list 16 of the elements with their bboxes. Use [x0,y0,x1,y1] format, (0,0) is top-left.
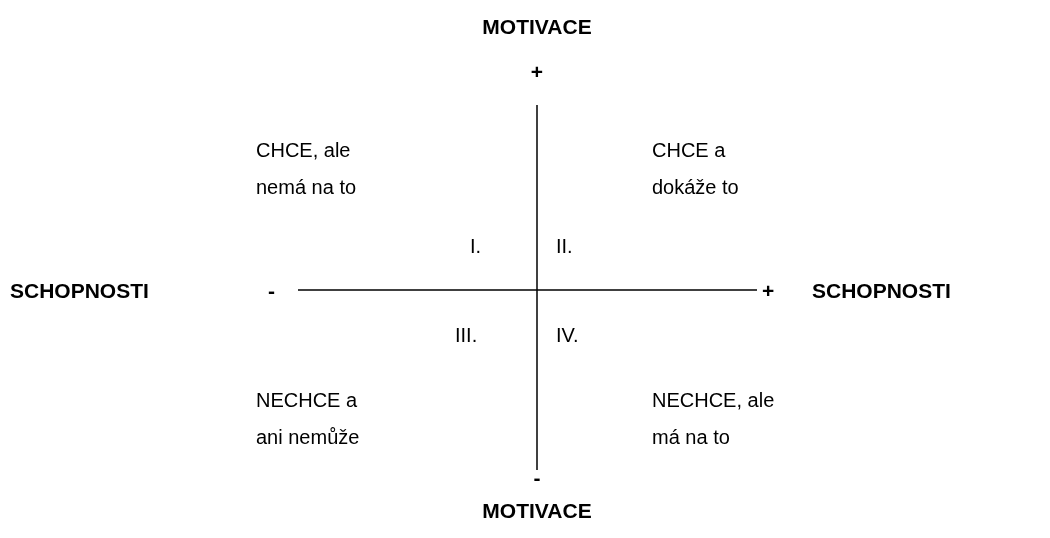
axis-title: + [762,277,775,304]
quadrant-text: CHCE a dokáže to [652,138,740,200]
quadrant-text: CHCE, ale nemá na to [256,138,358,200]
axis-title: MOTIVACE [482,497,592,524]
quadrant-text: NECHCE a ani nemůže [256,388,361,450]
axis-title: SCHOPNOSTI [10,277,149,304]
axis-title: SCHOPNOSTI [812,277,951,304]
quadrant-text: II. [556,233,573,259]
quadrant-text: IV. [556,322,579,348]
quadrant-text: III. [455,322,478,348]
quadrant-text: I. [470,233,482,259]
quadrant-text: NECHCE, ale má na to [652,388,776,450]
axis-title: + [530,58,544,85]
axis-title: - [533,464,541,491]
axis-title: - [268,277,275,304]
axis-title: MOTIVACE [482,13,592,40]
